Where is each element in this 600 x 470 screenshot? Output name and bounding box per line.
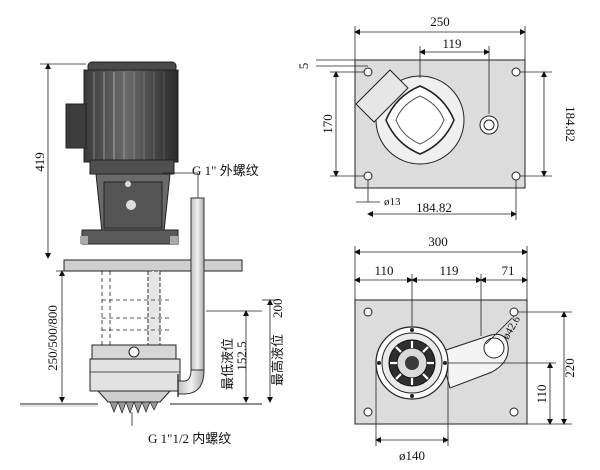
dim-300: 300 [428, 234, 448, 249]
pump-head [89, 344, 181, 415]
motor [65, 61, 179, 245]
discharge-pipe [177, 197, 205, 397]
dim-184-horizontal: 184.82 [416, 200, 452, 215]
dim-110-vertical: 110 [534, 384, 549, 403]
side-view: 419 250/500/800 G 1" 外螺纹 152.5 最低液位 最高液位… [20, 61, 285, 446]
shaft-column [101, 270, 170, 346]
plate-hole [363, 171, 373, 181]
plate-hole [363, 407, 373, 417]
dim-250: 250 [430, 14, 450, 29]
dim-hole-13: ø13 [384, 196, 401, 208]
dim-184-vertical: 184.82 [563, 106, 578, 142]
dim-170: 170 [320, 114, 335, 134]
max-level-value: 200 [270, 299, 285, 319]
plate-hole [511, 171, 521, 181]
plate-hole [509, 407, 519, 417]
dim-419: 419 [32, 152, 47, 172]
min-level-label: 最低液位 [220, 338, 235, 390]
dim-shaft-lengths: 250/500/800 [45, 305, 60, 371]
dim-119-bottom: 119 [439, 263, 458, 278]
outlet-thread-label: G 1" 外螺纹 [192, 163, 259, 178]
max-level-label: 最高液位 [270, 334, 285, 386]
bottom-view: 300 110 119 71 ø42.6 220 110 ø140 [354, 234, 577, 463]
plate-hole [363, 307, 373, 317]
min-level-value: 152.5 [234, 341, 249, 370]
top-view: 250 119 5 170 184.82 ø13 184.82 [296, 14, 578, 220]
dim-5: 5 [296, 63, 311, 70]
mounting-plate [63, 259, 243, 272]
impeller [375, 326, 449, 400]
inlet-thread-label: G 1"1/2 内螺纹 [148, 431, 231, 446]
plate-hole [511, 67, 521, 77]
dim-220: 220 [562, 358, 577, 378]
dim-119-top: 119 [442, 36, 461, 51]
plate-hole [363, 67, 373, 77]
dim-110-horizontal: 110 [374, 263, 393, 278]
dim-dia-140: ø140 [399, 448, 425, 463]
dim-71: 71 [502, 263, 515, 278]
